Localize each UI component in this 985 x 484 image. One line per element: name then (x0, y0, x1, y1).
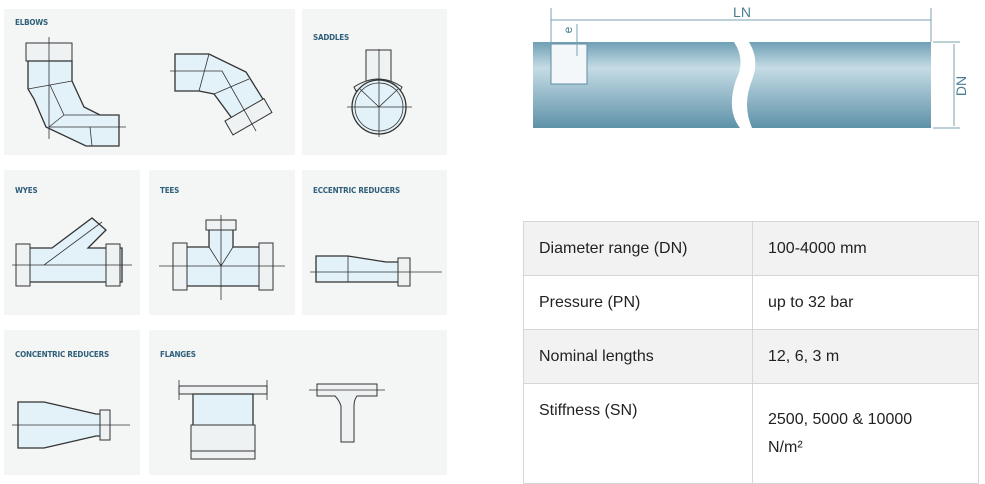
spec-key: Stiffness (SN) (523, 383, 753, 484)
panel-flanges: FLANGES (149, 330, 447, 475)
panel-wyes: WYES (4, 170, 140, 315)
panel-concentric-reducers: CONCENTRIC REDUCERS (4, 330, 140, 475)
panel-tees: TEES (149, 170, 295, 315)
fitting-label: TEES (160, 186, 180, 195)
wye-drawing (12, 217, 132, 287)
diameter-label: DN (953, 76, 969, 96)
fitting-label: FLANGES (160, 350, 196, 359)
panel-eccentric-reducers: ECCENTRIC REDUCERS (302, 170, 447, 315)
spec-key: Pressure (PN) (523, 275, 753, 330)
panel-saddles: SADDLES (302, 9, 447, 155)
length-label: LN (733, 4, 751, 20)
pipe-diagram: LN DN e (533, 4, 969, 129)
concentric-reducer-drawing (12, 401, 130, 449)
fitting-label: CONCENTRIC REDUCERS (15, 350, 109, 359)
specs-table: Diameter range (DN)100-4000 mm Pressure … (523, 221, 979, 484)
fitting-label: ECCENTRIC REDUCERS (313, 186, 400, 195)
spec-key: Diameter range (DN) (523, 221, 753, 276)
table-row: Pressure (PN)up to 32 bar (523, 275, 979, 330)
flange-drawing (178, 380, 385, 460)
spec-value: up to 32 bar (752, 275, 979, 330)
tee-drawing (159, 215, 285, 300)
elbow-drawing (25, 37, 273, 147)
saddle-drawing (347, 49, 412, 137)
spec-value: 100-4000 mm (752, 221, 979, 276)
spec-value: 2500, 5000 & 10000 N/m² (752, 383, 979, 484)
fitting-label: WYES (15, 186, 38, 195)
wall-thickness-label: e (561, 26, 575, 33)
spec-value: 12, 6, 3 m (752, 329, 979, 384)
table-row: Stiffness (SN)2500, 5000 & 10000 N/m² (523, 383, 979, 484)
eccentric-reducer-drawing (310, 255, 442, 287)
table-row: Diameter range (DN)100-4000 mm (523, 221, 979, 276)
panel-elbows: ELBOWS (4, 9, 295, 155)
fitting-label: SADDLES (313, 33, 349, 42)
spec-key: Nominal lengths (523, 329, 753, 384)
fitting-label: ELBOWS (15, 18, 49, 27)
